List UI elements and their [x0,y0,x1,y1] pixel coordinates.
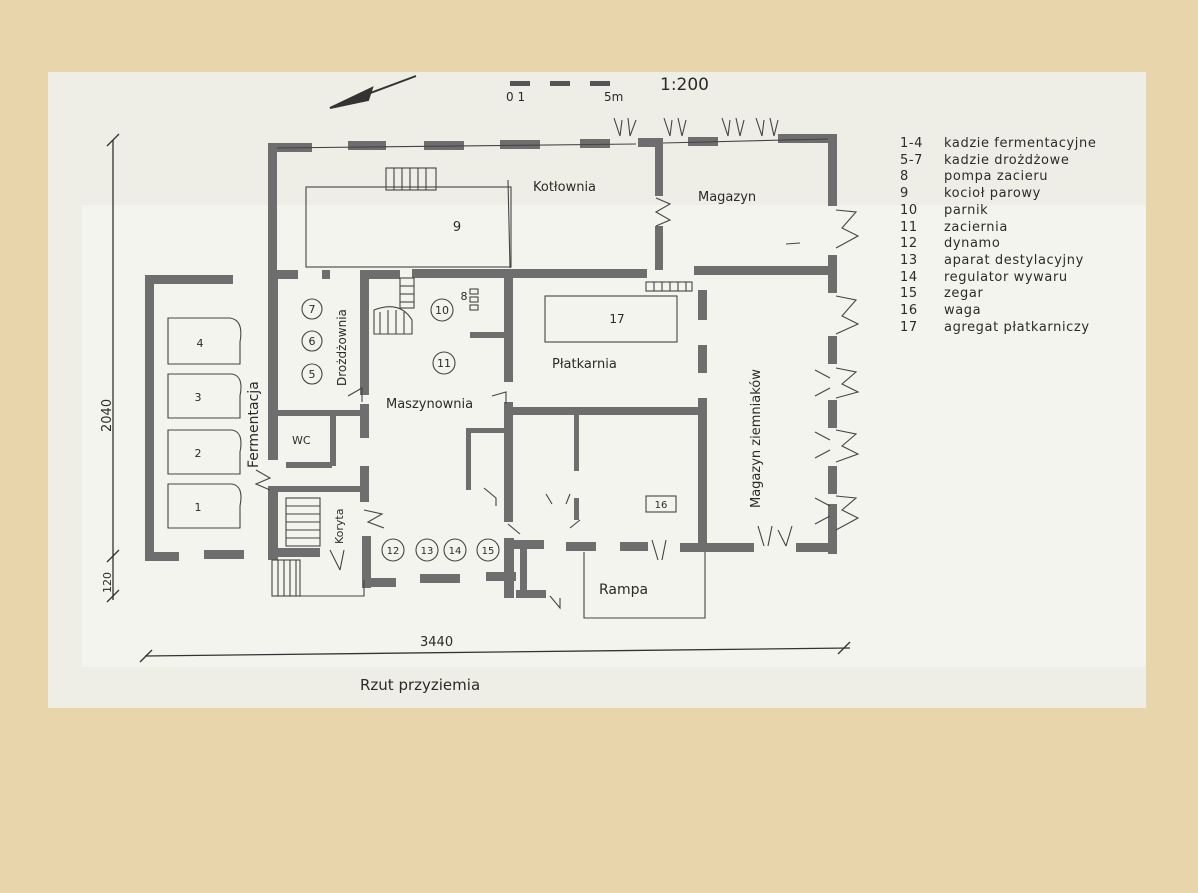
marker-5: 5 [309,368,316,381]
marker-13: 13 [421,546,434,557]
room-fermentacja: Fermentacja [246,381,262,468]
marker-7: 7 [309,303,316,316]
legend-key: 15 [900,286,918,302]
room-rampa: Rampa [599,582,648,598]
north-arrow-icon [329,75,417,109]
marker-14: 14 [449,546,462,557]
room-maszynownia: Maszynownia [386,397,473,412]
tank-1-label: 1 [195,501,202,514]
thin-lines [167,117,860,619]
legend-item: 13 aparat destylacyjny [900,253,1096,270]
marker-11: 11 [437,357,451,370]
tank-4-label: 4 [197,337,204,350]
legend-item: 14 regulator wywaru [900,270,1096,287]
legend-item: 17 agregat płatkarniczy [900,320,1096,337]
drawing-sheet-overlay [82,205,1146,667]
legend-key: 11 [900,219,918,235]
legend-text: regulator wywaru [944,269,1068,285]
dimension-width: 3440 [420,635,453,650]
marker-8: 8 [461,290,468,303]
tank-2-label: 2 [195,447,202,460]
legend-text: dynamo [944,236,1001,252]
legend-item: 10 parnik [900,203,1096,220]
legend-key: 12 [900,236,918,252]
dimension-plinth: 120 [101,572,114,593]
room-kotlownia: Kotłownia [533,180,596,195]
dimension-height: 2040 [100,399,115,432]
legend-text: kocioł parowy [944,186,1041,202]
legend-text: kadzie fermentacyjne [944,136,1097,151]
legend-key: 5-7 [900,152,924,168]
legend-key: 10 [900,202,918,218]
dimension-lines [106,133,851,663]
walls [145,134,837,598]
marker-16: 16 [655,500,668,511]
legend-item: 5-7 kadzie drożdżowe [900,153,1096,170]
legend-key: 8 [900,169,909,185]
legend-item: 1-4 kadzie fermentacyjne [900,136,1096,153]
equipment-circles [301,298,500,562]
scale-bar-end-label: 5m [604,90,623,104]
scale-ratio: 1:200 [660,75,709,95]
legend-key: 17 [900,319,918,335]
legend-item: 8 pompa zacieru [900,169,1096,186]
room-drozdzownia: Drożdżownia [335,309,349,386]
legend-text: kadzie drożdżowe [944,152,1070,168]
legend-item: 11 zaciernia [900,220,1096,237]
legend-text: zegar [944,286,984,302]
legend-key: 16 [900,303,918,319]
legend-text: agregat płatkarniczy [944,319,1090,335]
legend-item: 9 kocioł parowy [900,186,1096,203]
legend-item: 15 zegar [900,286,1096,303]
legend-key: 1-4 [900,136,924,151]
drawing-caption: Rzut przyziemia [360,676,481,694]
room-wc: WC [292,434,311,447]
legend-text: zaciernia [944,219,1008,235]
legend-key: 9 [900,186,909,202]
legend-text: parnik [944,202,989,218]
room-magazyn-ziemniakow: Magazyn ziemniaków [749,369,764,508]
marker-15: 15 [482,546,495,557]
marker-6: 6 [309,335,316,348]
legend-text: aparat destylacyjny [944,252,1084,268]
scale-bar [510,81,610,86]
legend-text: pompa zacieru [944,169,1049,185]
legend-item: 16 waga [900,303,1096,320]
room-koryta: Koryta [333,509,346,544]
room-magazyn: Magazyn [698,190,756,205]
marker-12: 12 [387,546,400,557]
legend-key: 14 [900,269,918,285]
scale-bar-start-label: 0 1 [506,90,525,104]
legend-item: 12 dynamo [900,236,1096,253]
legend: 1-4 kadzie fermentacyjne 5-7 kadzie drożdżo… [900,136,1096,336]
tank-3-label: 3 [195,391,202,404]
marker-9: 9 [453,220,461,235]
legend-key: 13 [900,252,918,268]
legend-text: waga [944,303,982,319]
marker-17: 17 [609,312,624,326]
marker-10: 10 [435,304,449,317]
room-platkarnia: Płatkarnia [552,357,617,372]
